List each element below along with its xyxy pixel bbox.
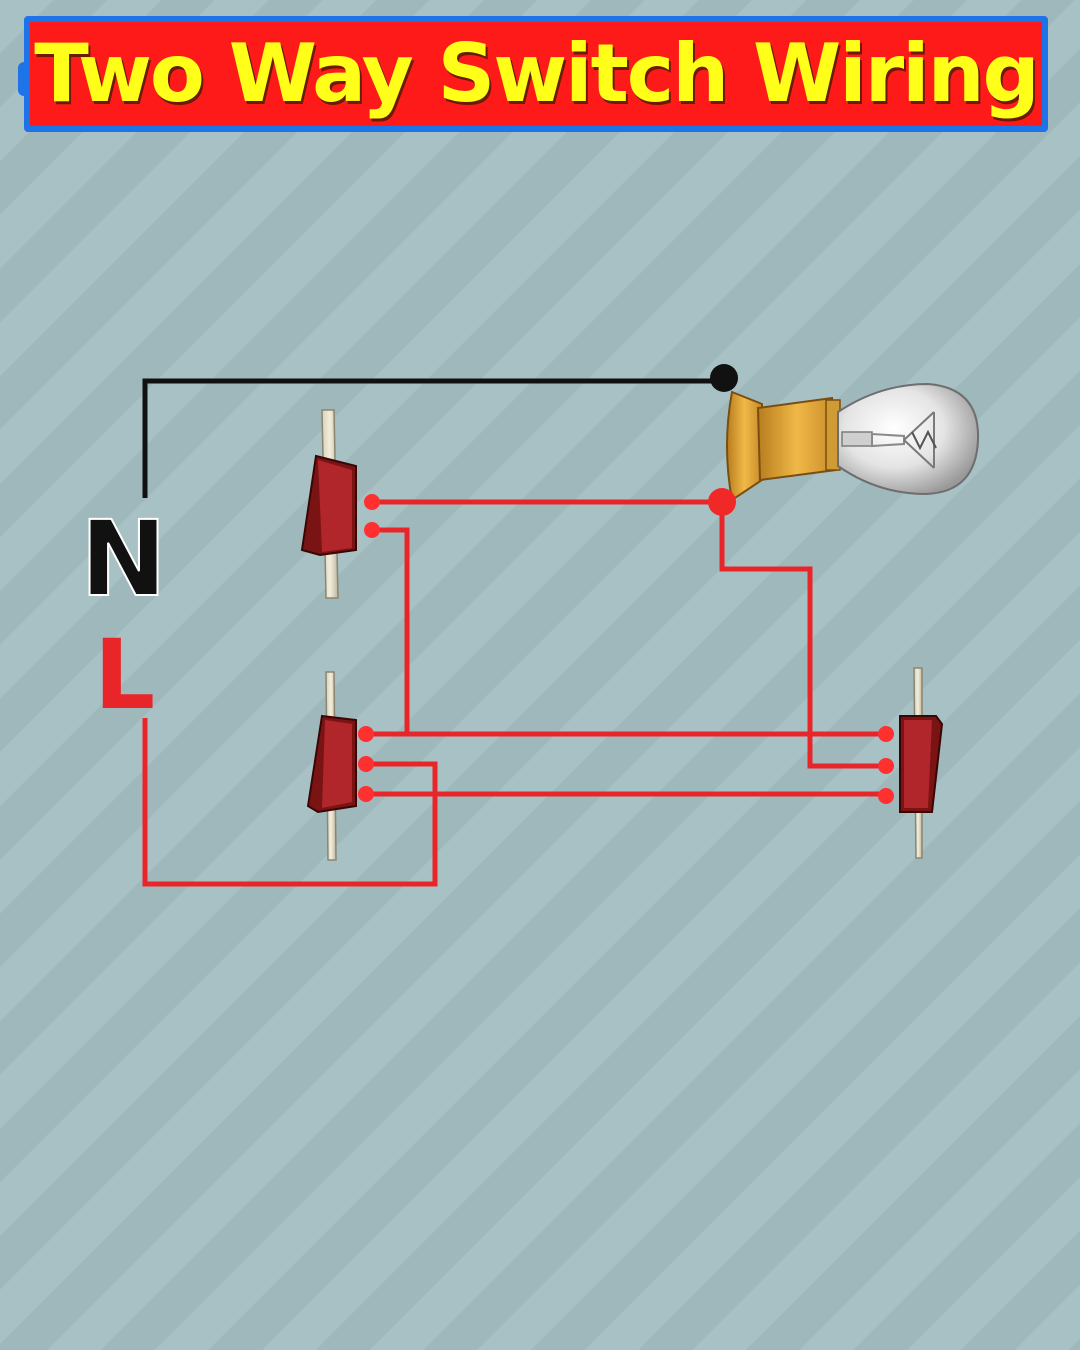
bulb-live-terminal [708, 488, 736, 516]
wire-switch-a-to-switch-b [366, 527, 410, 737]
live-label: L [94, 619, 155, 731]
terminal-c2 [878, 758, 894, 774]
light-bulb [708, 364, 980, 516]
terminal-c1 [878, 726, 894, 742]
neutral-wire [142, 378, 724, 498]
rocker-switch-icon [300, 409, 357, 599]
wire-bulb-to-switch-c [719, 502, 886, 769]
terminal-c3 [878, 788, 894, 804]
live-wires [142, 499, 886, 887]
rocker-switch-icon [899, 667, 944, 859]
bulb-holder [726, 390, 841, 502]
switch-b[interactable] [306, 671, 374, 861]
terminal-b2 [358, 756, 374, 772]
neutral-label: N [80, 498, 167, 620]
rocker-switch-icon [306, 671, 357, 861]
terminal-b3 [358, 786, 374, 802]
light-bulb-icon [837, 382, 980, 496]
bulb-neutral-terminal [710, 364, 738, 392]
page-title: Two Way Switch Wiring [34, 27, 1040, 120]
switch-c[interactable] [878, 667, 944, 859]
terminal-a2 [364, 522, 380, 538]
title-banner: Two Way Switch Wiring [18, 16, 1048, 132]
terminal-a1 [364, 494, 380, 510]
wire-supply-to-switch-b [142, 718, 438, 887]
switch-a[interactable] [300, 409, 380, 599]
terminal-b1 [358, 726, 374, 742]
